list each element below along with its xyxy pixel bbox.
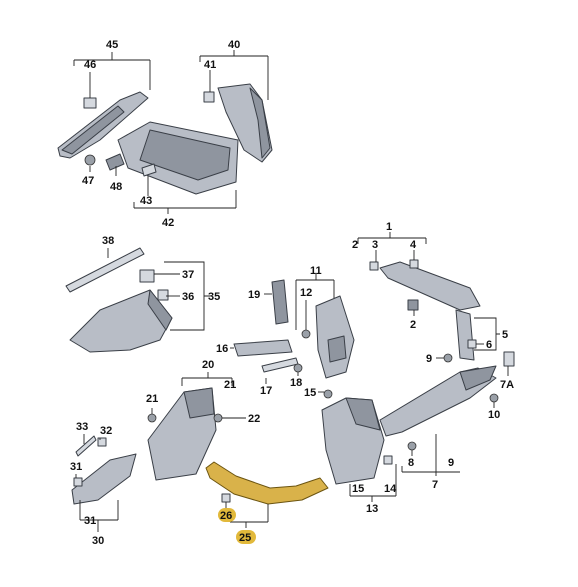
part-clip-2 [407,299,419,311]
callout-45: 45 [106,39,118,51]
callout-35: 35 [208,291,220,303]
callout-3: 3 [372,239,378,251]
callout-10: 10 [488,409,500,421]
part-clip-43 [141,163,157,177]
callout-32: 32 [100,425,112,437]
callout-20: 20 [202,359,214,371]
part-cover-17 [261,357,299,373]
callout-9-bottom: 9 [448,457,454,469]
callout-16: 16 [216,343,228,355]
part-bracket-19 [271,279,289,325]
part-screw-12 [301,329,311,339]
callout-7: 7 [432,479,438,491]
part-clip-41 [203,91,215,103]
part-d-pillar-trim [217,83,273,163]
callout-46: 46 [84,59,96,71]
callout-41: 41 [204,59,216,71]
part-clip-6 [467,339,477,349]
callout-47: 47 [82,175,94,187]
part-screw-47 [84,154,96,166]
part-clip-21 [147,413,157,423]
callout-48: 48 [110,181,122,193]
callout-21-left: 21 [146,393,158,405]
callout-36: 36 [182,291,194,303]
callout-40: 40 [228,39,240,51]
callout-31-top: 31 [70,461,82,473]
callout-21-top: 21 [224,379,236,391]
callout-15-bottom: 15 [352,483,364,495]
part-bracket-7a [503,351,515,367]
part-clip-14 [383,455,393,465]
callout-13: 13 [366,503,378,515]
part-clip-37 [139,269,155,283]
callout-25: 25 [239,532,251,544]
leader-lines [73,50,509,532]
part-b-pillar-lower-13 [321,397,385,485]
callout-5: 5 [502,329,508,341]
callout-8: 8 [408,457,414,469]
callout-17: 17 [260,385,272,397]
callout-labels: 45 46 47 48 43 42 40 41 38 37 36 35 19 1… [70,39,514,547]
callout-15-top: 15 [304,387,316,399]
part-clip-4 [409,259,419,269]
part-clip-31 [73,477,83,487]
callout-12: 12 [300,287,312,299]
callout-33: 33 [76,421,88,433]
part-cover-48 [105,153,125,171]
callout-25-bg [236,530,256,544]
callout-37: 37 [182,269,194,281]
callout-38: 38 [102,235,114,247]
part-trim-30 [71,453,137,505]
callout-2-top: 2 [352,239,358,251]
part-b-pillar-upper-11 [315,295,355,379]
part-a-pillar-trim-1 [379,261,481,311]
part-trim-35 [69,289,173,353]
part-screw-9a [443,353,453,363]
part-trim-5 [455,309,475,361]
callout-42: 42 [162,217,174,229]
callout-30: 30 [92,535,104,547]
part-parcel-shelf [117,121,239,195]
callout-11: 11 [310,265,322,277]
callout-22: 22 [248,413,260,425]
part-screw-22 [213,413,223,423]
part-sill-trim-7 [379,365,497,437]
part-sill-reinforcement-25 [205,461,329,505]
callout-18: 18 [290,377,302,389]
callout-26: 26 [220,510,232,522]
part-strip-33 [75,435,97,457]
callout-1: 1 [386,221,392,233]
part-clip-46 [83,97,97,109]
part-clip-15a [323,389,333,399]
part-clip-3 [369,261,379,271]
callout-4: 4 [410,239,417,251]
part-clip-26 [221,493,231,503]
part-c-pillar-trim [57,91,149,159]
part-clip-36 [157,289,169,301]
callout-14: 14 [384,483,397,495]
part-clip-18 [293,363,303,373]
part-screw-10 [489,393,499,403]
part-screw-8 [407,441,417,451]
callout-9-top: 9 [426,353,432,365]
callout-43: 43 [140,195,152,207]
callout-6: 6 [486,339,492,351]
callout-31-bottom: 31 [84,515,96,527]
callout-7a: 7A [500,379,514,391]
part-trim-20 [147,387,217,481]
part-clip-32 [97,437,107,447]
callout-26-bg [218,508,236,522]
callout-2-lower: 2 [410,319,416,331]
part-grab-handle-16 [233,339,293,357]
part-strip-38 [65,247,145,293]
callout-19: 19 [248,289,260,301]
